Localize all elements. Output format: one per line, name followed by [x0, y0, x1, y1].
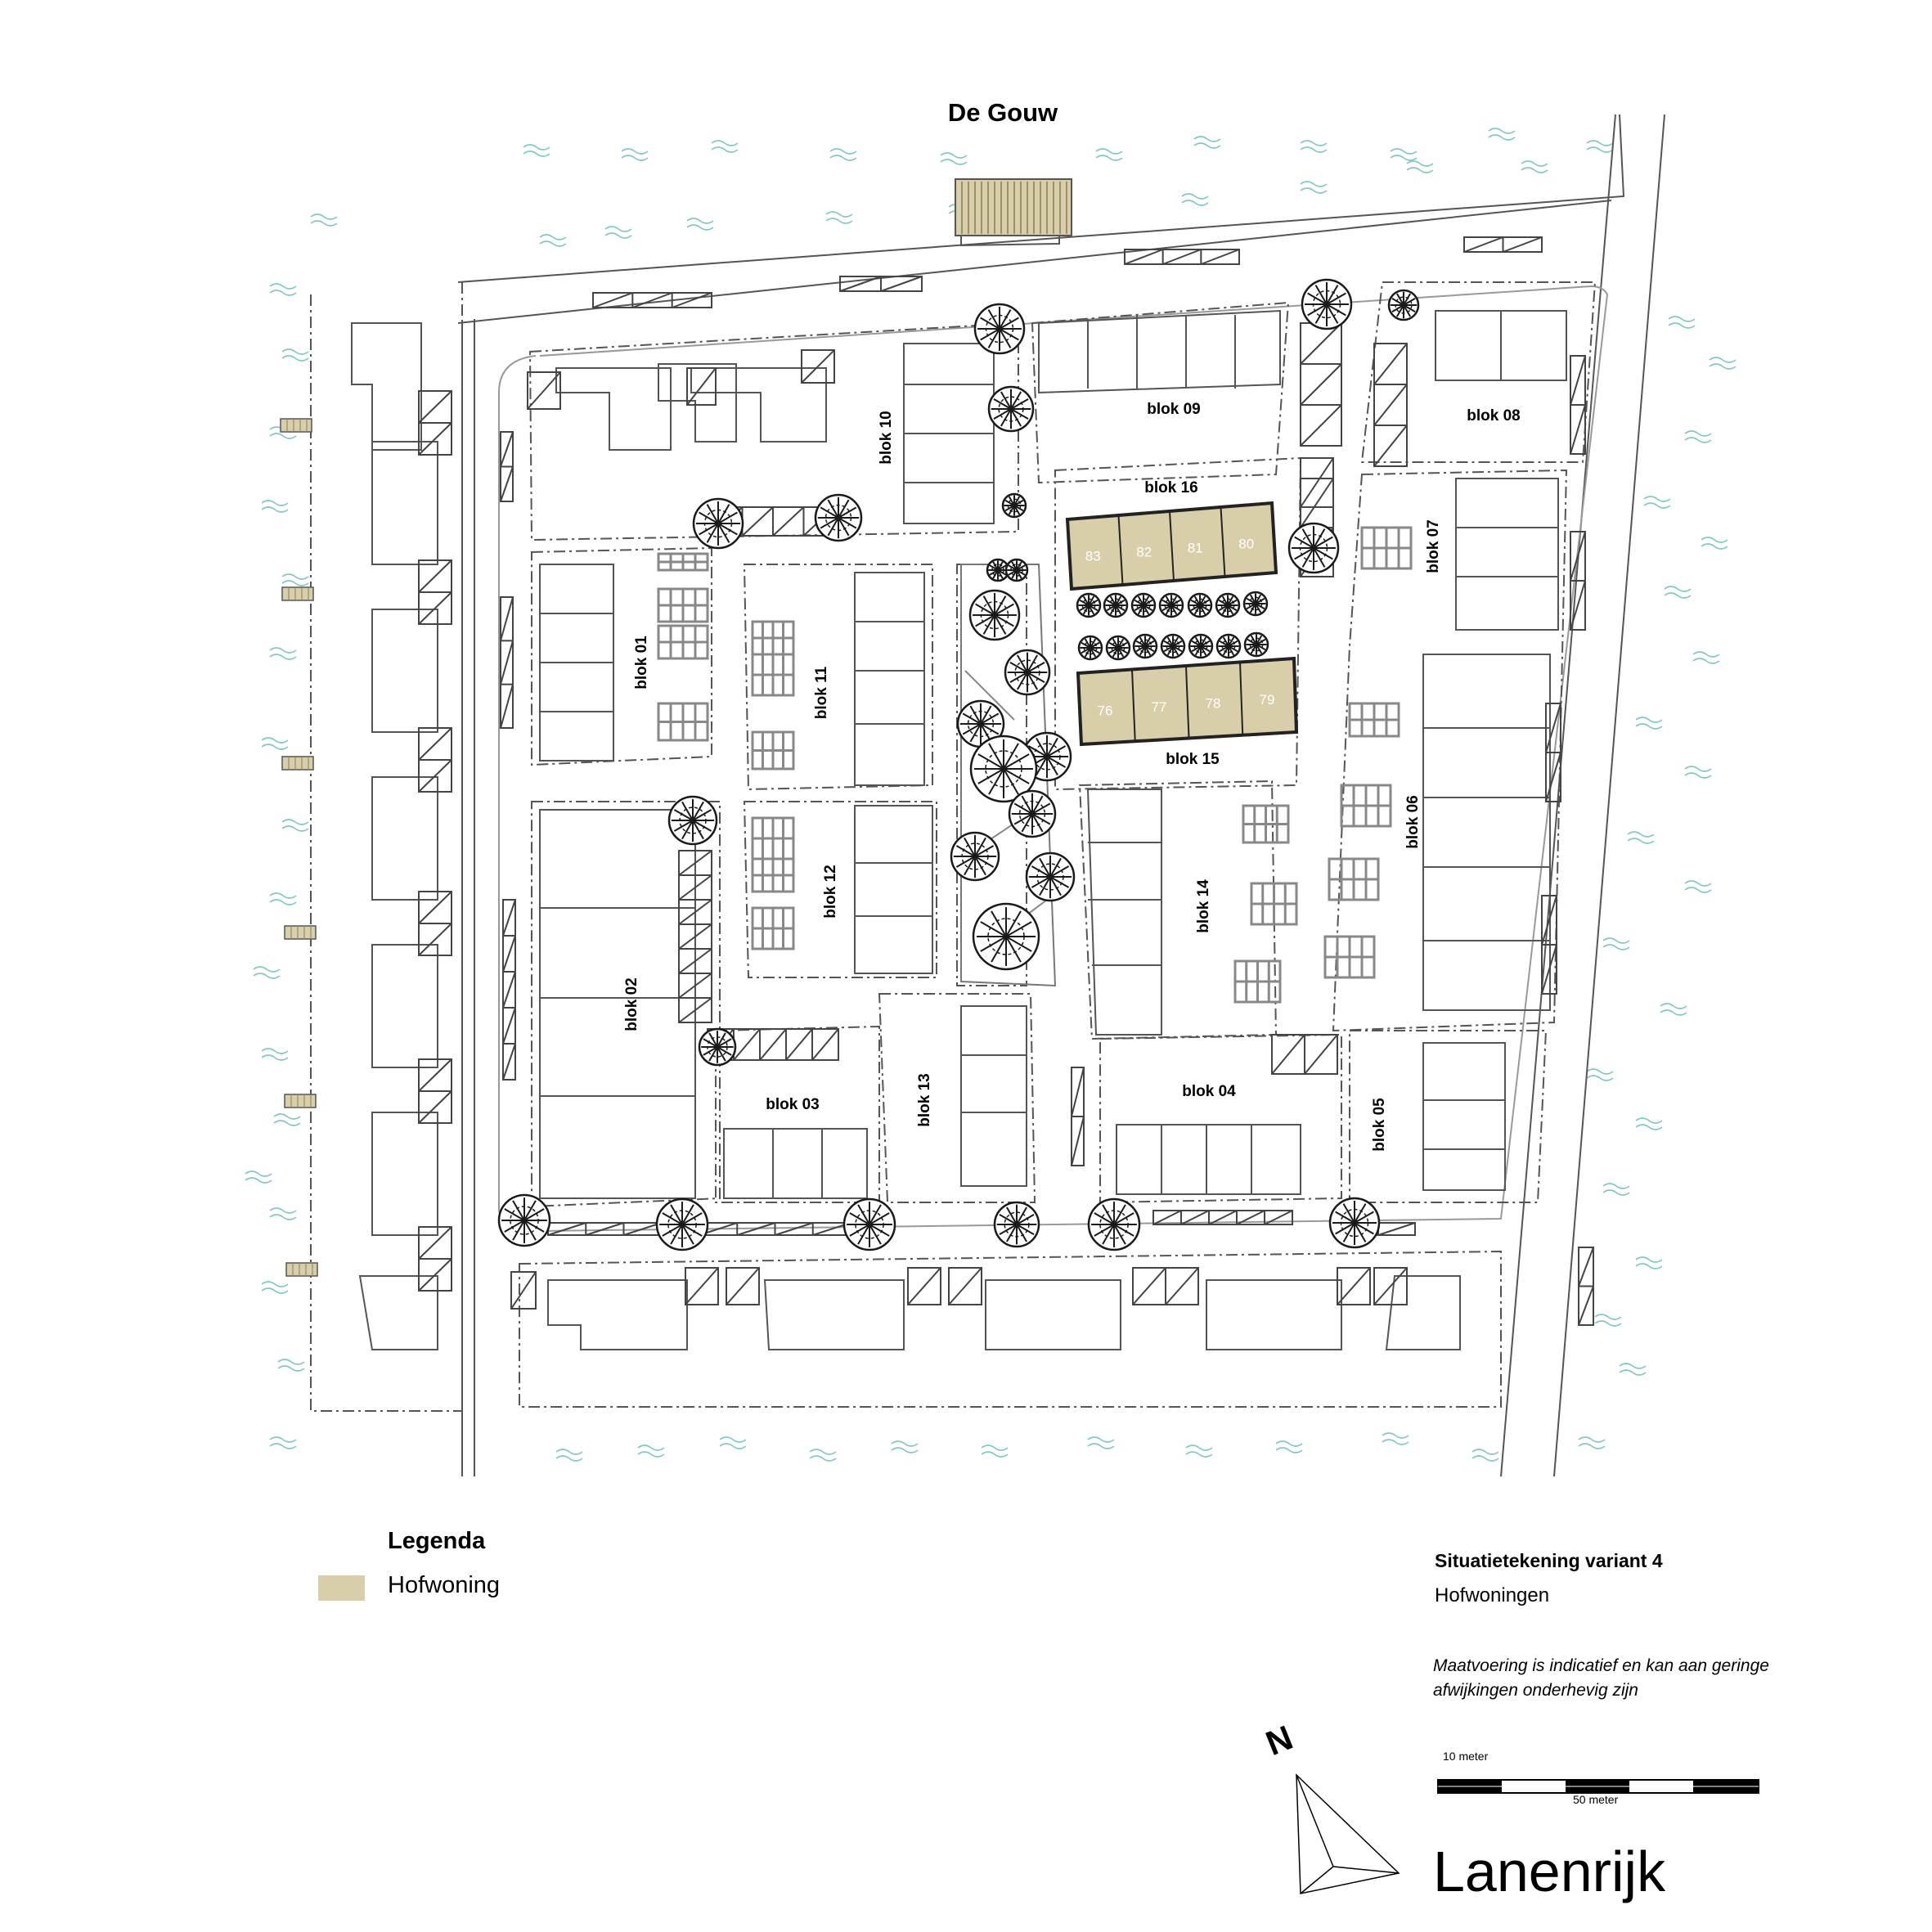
- trees: [497, 278, 1420, 1251]
- brand-name: Lanenrijk: [1433, 1840, 1666, 1903]
- tree-icon: [814, 493, 863, 542]
- tree-icon: [1130, 592, 1157, 618]
- tree-icon: [1087, 1197, 1141, 1251]
- scale-bar: [1437, 1779, 1759, 1794]
- tree-icon: [1077, 635, 1103, 661]
- north-label: N: [1260, 1718, 1298, 1763]
- tree-icon: [1001, 492, 1027, 519]
- tree-icon: [1008, 789, 1057, 838]
- tree-icon: [497, 1193, 551, 1247]
- hofwoning-number: 76: [1098, 703, 1113, 719]
- drawing-title: Situatietekening variant 4: [1435, 1550, 1663, 1571]
- tree-icon: [1287, 522, 1340, 574]
- legend-swatch-hofwoning: [318, 1575, 365, 1601]
- block-label-blok-05: blok 05: [1371, 1098, 1388, 1152]
- tree-icon: [1215, 592, 1241, 618]
- tree-icon: [655, 1197, 709, 1251]
- hofwoning-number: 78: [1206, 696, 1221, 712]
- tree-icon: [1158, 592, 1184, 618]
- dimension-note: Maatvoering is indicatief en kan aan ger…: [1433, 1656, 1769, 1700]
- tree-icon: [987, 385, 1035, 433]
- block-label-blok-08: blok 08: [1467, 407, 1520, 425]
- block-label-blok-16: blok 16: [1144, 479, 1197, 496]
- drawing-subtitle: Hofwoningen: [1435, 1584, 1550, 1606]
- small-jetty: [285, 1262, 318, 1277]
- tree-icon: [1160, 633, 1186, 659]
- block-label-blok-13: blok 13: [916, 1073, 933, 1126]
- tree-icon: [1004, 649, 1051, 696]
- small-jetty: [284, 1094, 317, 1108]
- tree-icon: [1132, 633, 1158, 659]
- tree-icon: [1328, 1197, 1381, 1249]
- block-label-blok-12: blok 12: [822, 865, 839, 918]
- scale-label-large: 50 meter: [1573, 1793, 1619, 1806]
- hofwoning-number: 79: [1260, 692, 1275, 708]
- tree-icon: [1105, 635, 1131, 661]
- tree-icon: [1004, 558, 1029, 582]
- tree-icon: [972, 902, 1040, 971]
- parking-hatching: [418, 236, 1594, 1326]
- block-label-blok-11: blok 11: [813, 666, 830, 719]
- tree-icon: [1188, 633, 1214, 659]
- small-jetty: [280, 418, 312, 433]
- small-jetty: [281, 586, 314, 601]
- tree-icon: [1025, 851, 1076, 902]
- water-pattern: [245, 128, 1737, 1462]
- tree-icon: [1242, 591, 1269, 617]
- north-arrow-icon: N: [1260, 1718, 1400, 1894]
- small-jetty: [281, 756, 314, 771]
- tree-icon: [698, 1027, 737, 1067]
- tree-icon: [973, 303, 1026, 355]
- tree-icon: [692, 497, 744, 550]
- block-label-blok-03: blok 03: [766, 1096, 819, 1113]
- block-label-blok-15: blok 15: [1166, 751, 1220, 768]
- tree-icon: [950, 831, 1000, 882]
- tree-icon: [667, 795, 718, 846]
- hofwoning-number: 83: [1085, 548, 1101, 564]
- tree-icon: [969, 735, 1038, 803]
- water-name: De Gouw: [948, 98, 1058, 127]
- legend-label-hofwoning: Hofwoning: [388, 1572, 501, 1598]
- legend-title: Legenda: [388, 1528, 486, 1554]
- small-jetties: [280, 418, 318, 1277]
- jetty: [955, 178, 1072, 236]
- scale-label-small: 10 meter: [1443, 1750, 1489, 1763]
- tree-icon: [986, 558, 1010, 582]
- tree-icon: [1243, 631, 1269, 658]
- tree-icon: [842, 1197, 896, 1251]
- tree-icon: [1215, 633, 1242, 659]
- block-label-blok-06: blok 06: [1404, 795, 1422, 848]
- tree-icon: [1387, 289, 1420, 321]
- plot-outlines: [310, 114, 1665, 1477]
- tree-icon: [1103, 592, 1129, 618]
- block-label-blok-07: blok 07: [1425, 519, 1442, 573]
- hofwoning-number: 82: [1136, 544, 1152, 559]
- block-label-blok-04: blok 04: [1182, 1083, 1236, 1100]
- hofwoning-number: 80: [1238, 536, 1254, 551]
- small-jetty: [284, 925, 317, 940]
- block-label-blok-10: blok 10: [878, 411, 895, 464]
- tree-icon: [993, 1201, 1040, 1248]
- block-label-blok-02: blok 02: [623, 977, 640, 1031]
- tree-icon: [1076, 592, 1102, 618]
- block-labels: blok 01 blok 02 blok 03 blok 04 blok 05 blok …: [623, 401, 1521, 1152]
- block-label-blok-09: blok 09: [1147, 401, 1200, 418]
- hofwoning-number: 77: [1152, 699, 1167, 715]
- tree-icon: [1301, 278, 1353, 330]
- hofwoningen: 83 82 81 80 76 77 78 79: [1065, 501, 1299, 747]
- block-label-blok-14: blok 14: [1195, 879, 1212, 933]
- tree-icon: [968, 589, 1021, 641]
- hofwoning-number: 81: [1188, 540, 1203, 555]
- block-label-blok-01: blok 01: [633, 636, 650, 690]
- tree-icon: [1187, 592, 1213, 618]
